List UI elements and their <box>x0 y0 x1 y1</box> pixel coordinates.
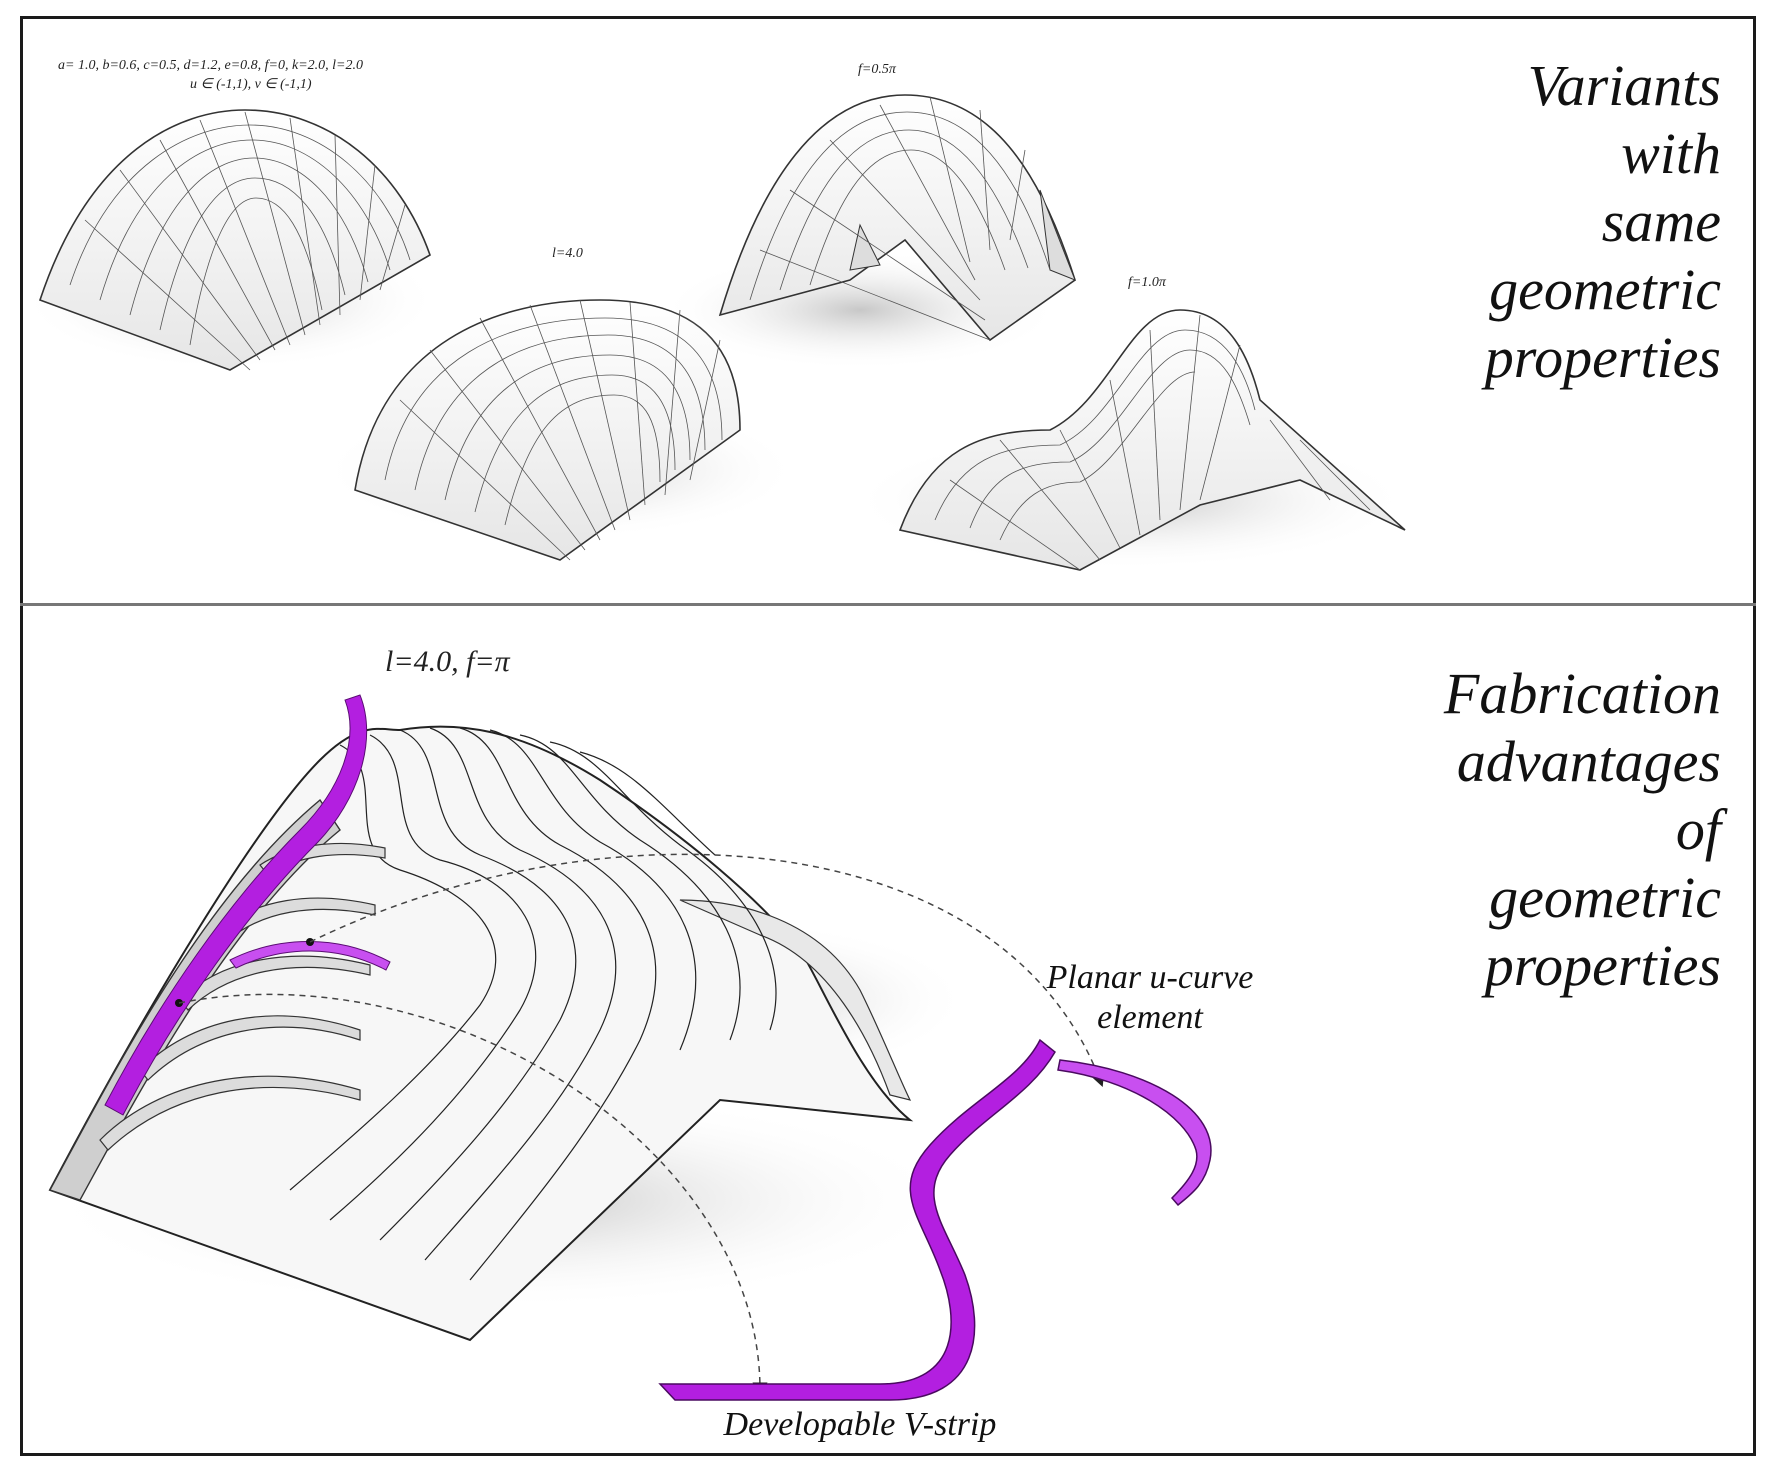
title-line: advantages <box>1456 729 1721 794</box>
u-curve-callout: Planar u-curve element <box>1010 958 1290 1038</box>
title-line: Fabrication <box>1443 661 1721 726</box>
v-strip-callout: Developable V-strip <box>723 1406 997 1443</box>
title-line: of <box>1675 797 1721 862</box>
title-line: same <box>1601 189 1721 254</box>
u-curve-callout-line2: element <box>1097 999 1203 1036</box>
arrow-u-curve <box>309 853 1105 1087</box>
title-line: geometric <box>1489 257 1721 322</box>
panel-divider <box>20 603 1756 606</box>
shell-l4 <box>320 299 800 561</box>
title-line: geometric <box>1489 865 1721 930</box>
u-curve-callout-line1: Planar u-curve <box>1046 959 1254 996</box>
variant-f05-label: f=0.5π <box>858 62 896 77</box>
title-line: properties <box>1484 325 1721 390</box>
bottom-panel-title: Fabrication advantages of geometric prop… <box>1444 660 1721 1000</box>
shell-f10 <box>850 309 1410 571</box>
shell-base <box>20 109 440 371</box>
shell-f05 <box>660 94 1076 370</box>
title-line: with <box>1621 121 1721 186</box>
fabrication-params: l=4.0, f=π <box>385 645 510 678</box>
arrow-v-strip <box>178 993 768 1398</box>
variant-f10-label: f=1.0π <box>1128 275 1166 290</box>
top-panel-title: Variants with same geometric properties <box>1485 52 1721 392</box>
base-params-line1: a= 1.0, b=0.6, c=0.5, d=1.2, e=0.8, f=0,… <box>58 58 363 73</box>
v-strip-element <box>658 1038 1056 1401</box>
variant-l-label: l=4.0 <box>552 246 583 261</box>
base-params-line2: u ∈ (-1,1), v ∈ (-1,1) <box>190 77 312 92</box>
title-line: Variants <box>1527 53 1721 118</box>
fabrication-shell <box>40 694 970 1342</box>
title-line: properties <box>1484 933 1721 998</box>
u-curve-element <box>1057 1059 1212 1207</box>
